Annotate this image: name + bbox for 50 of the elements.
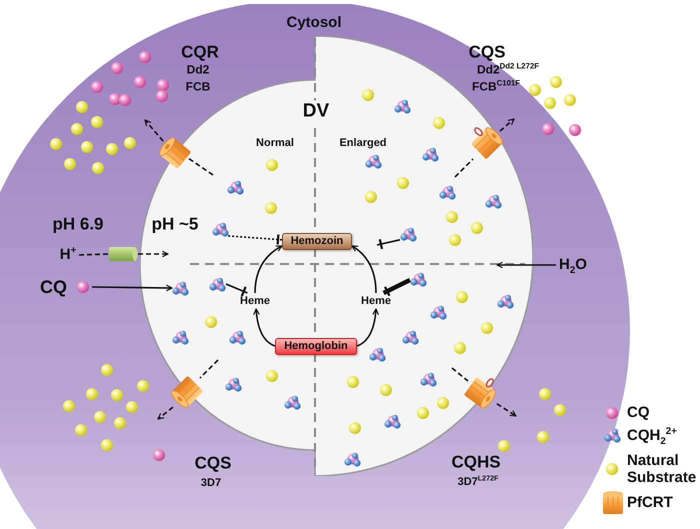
- dashed-arrow: [157, 406, 174, 420]
- strain-label: 3D7$^{L272F}$: [458, 476, 498, 488]
- arrow: [351, 245, 377, 294]
- legend-label: PfCRT: [627, 494, 674, 511]
- ph-label: pH ~5: [152, 216, 198, 234]
- strain-label: Dd2: [186, 63, 210, 77]
- heme-label: Heme: [357, 293, 395, 309]
- ph-label: pH 6.9: [52, 216, 104, 234]
- arrow: [496, 262, 556, 268]
- strain-heading: CQS: [194, 454, 232, 474]
- drug-complex-icon: [400, 227, 417, 243]
- strain-heading: CQS: [468, 44, 506, 62]
- dashed-arrow: [144, 119, 164, 142]
- dashed-arrow: [496, 403, 517, 417]
- water-label: H$_{2}$O: [556, 256, 590, 274]
- ion-label: H$^{+}$: [57, 247, 79, 263]
- arrow: [92, 284, 173, 292]
- strain-heading: CQHS: [451, 454, 501, 472]
- channel-icon: [108, 246, 138, 262]
- legend-label: CQ: [627, 404, 650, 421]
- region-label: Cytosol: [286, 14, 342, 32]
- transporter-icon: [169, 374, 205, 410]
- transporter-icon: [157, 135, 193, 171]
- strain-heading: CQR: [181, 44, 219, 62]
- dashed-arrow: [138, 250, 169, 258]
- arrow: [254, 245, 283, 294]
- inhibition-line: [226, 283, 248, 298]
- drug-complex-icon: [172, 281, 189, 297]
- transporter-icon: [469, 125, 505, 161]
- drug-complex-icon: [209, 277, 226, 293]
- arrow: [356, 308, 379, 347]
- drug-complex-icon: [212, 222, 229, 238]
- strain-label: FCB$^{C101F}$: [472, 80, 520, 94]
- vacuole-state-label: Enlarged: [339, 136, 387, 150]
- arrow: [253, 308, 276, 347]
- drug-label: CQ: [40, 277, 67, 297]
- strain-label: 3D7: [200, 476, 222, 490]
- product-box: Hemozoin: [282, 233, 352, 250]
- heme-label: Heme: [236, 293, 274, 309]
- inhibition-line: [376, 238, 400, 250]
- drug-complex-icon: [410, 272, 427, 288]
- dashed-arrow: [499, 118, 515, 132]
- inhibition-line: [228, 233, 282, 246]
- strain-label: FCB: [186, 80, 210, 94]
- vacuole-state-label: Normal: [256, 136, 294, 150]
- strain-label: Dd2$^{Dd2 L272F}$: [476, 63, 540, 77]
- legend-label: Natural Substrate: [627, 452, 698, 486]
- source-box: Hemoglobin: [275, 338, 357, 355]
- transporter-icon: [462, 375, 498, 411]
- inhibition-line: [382, 278, 411, 297]
